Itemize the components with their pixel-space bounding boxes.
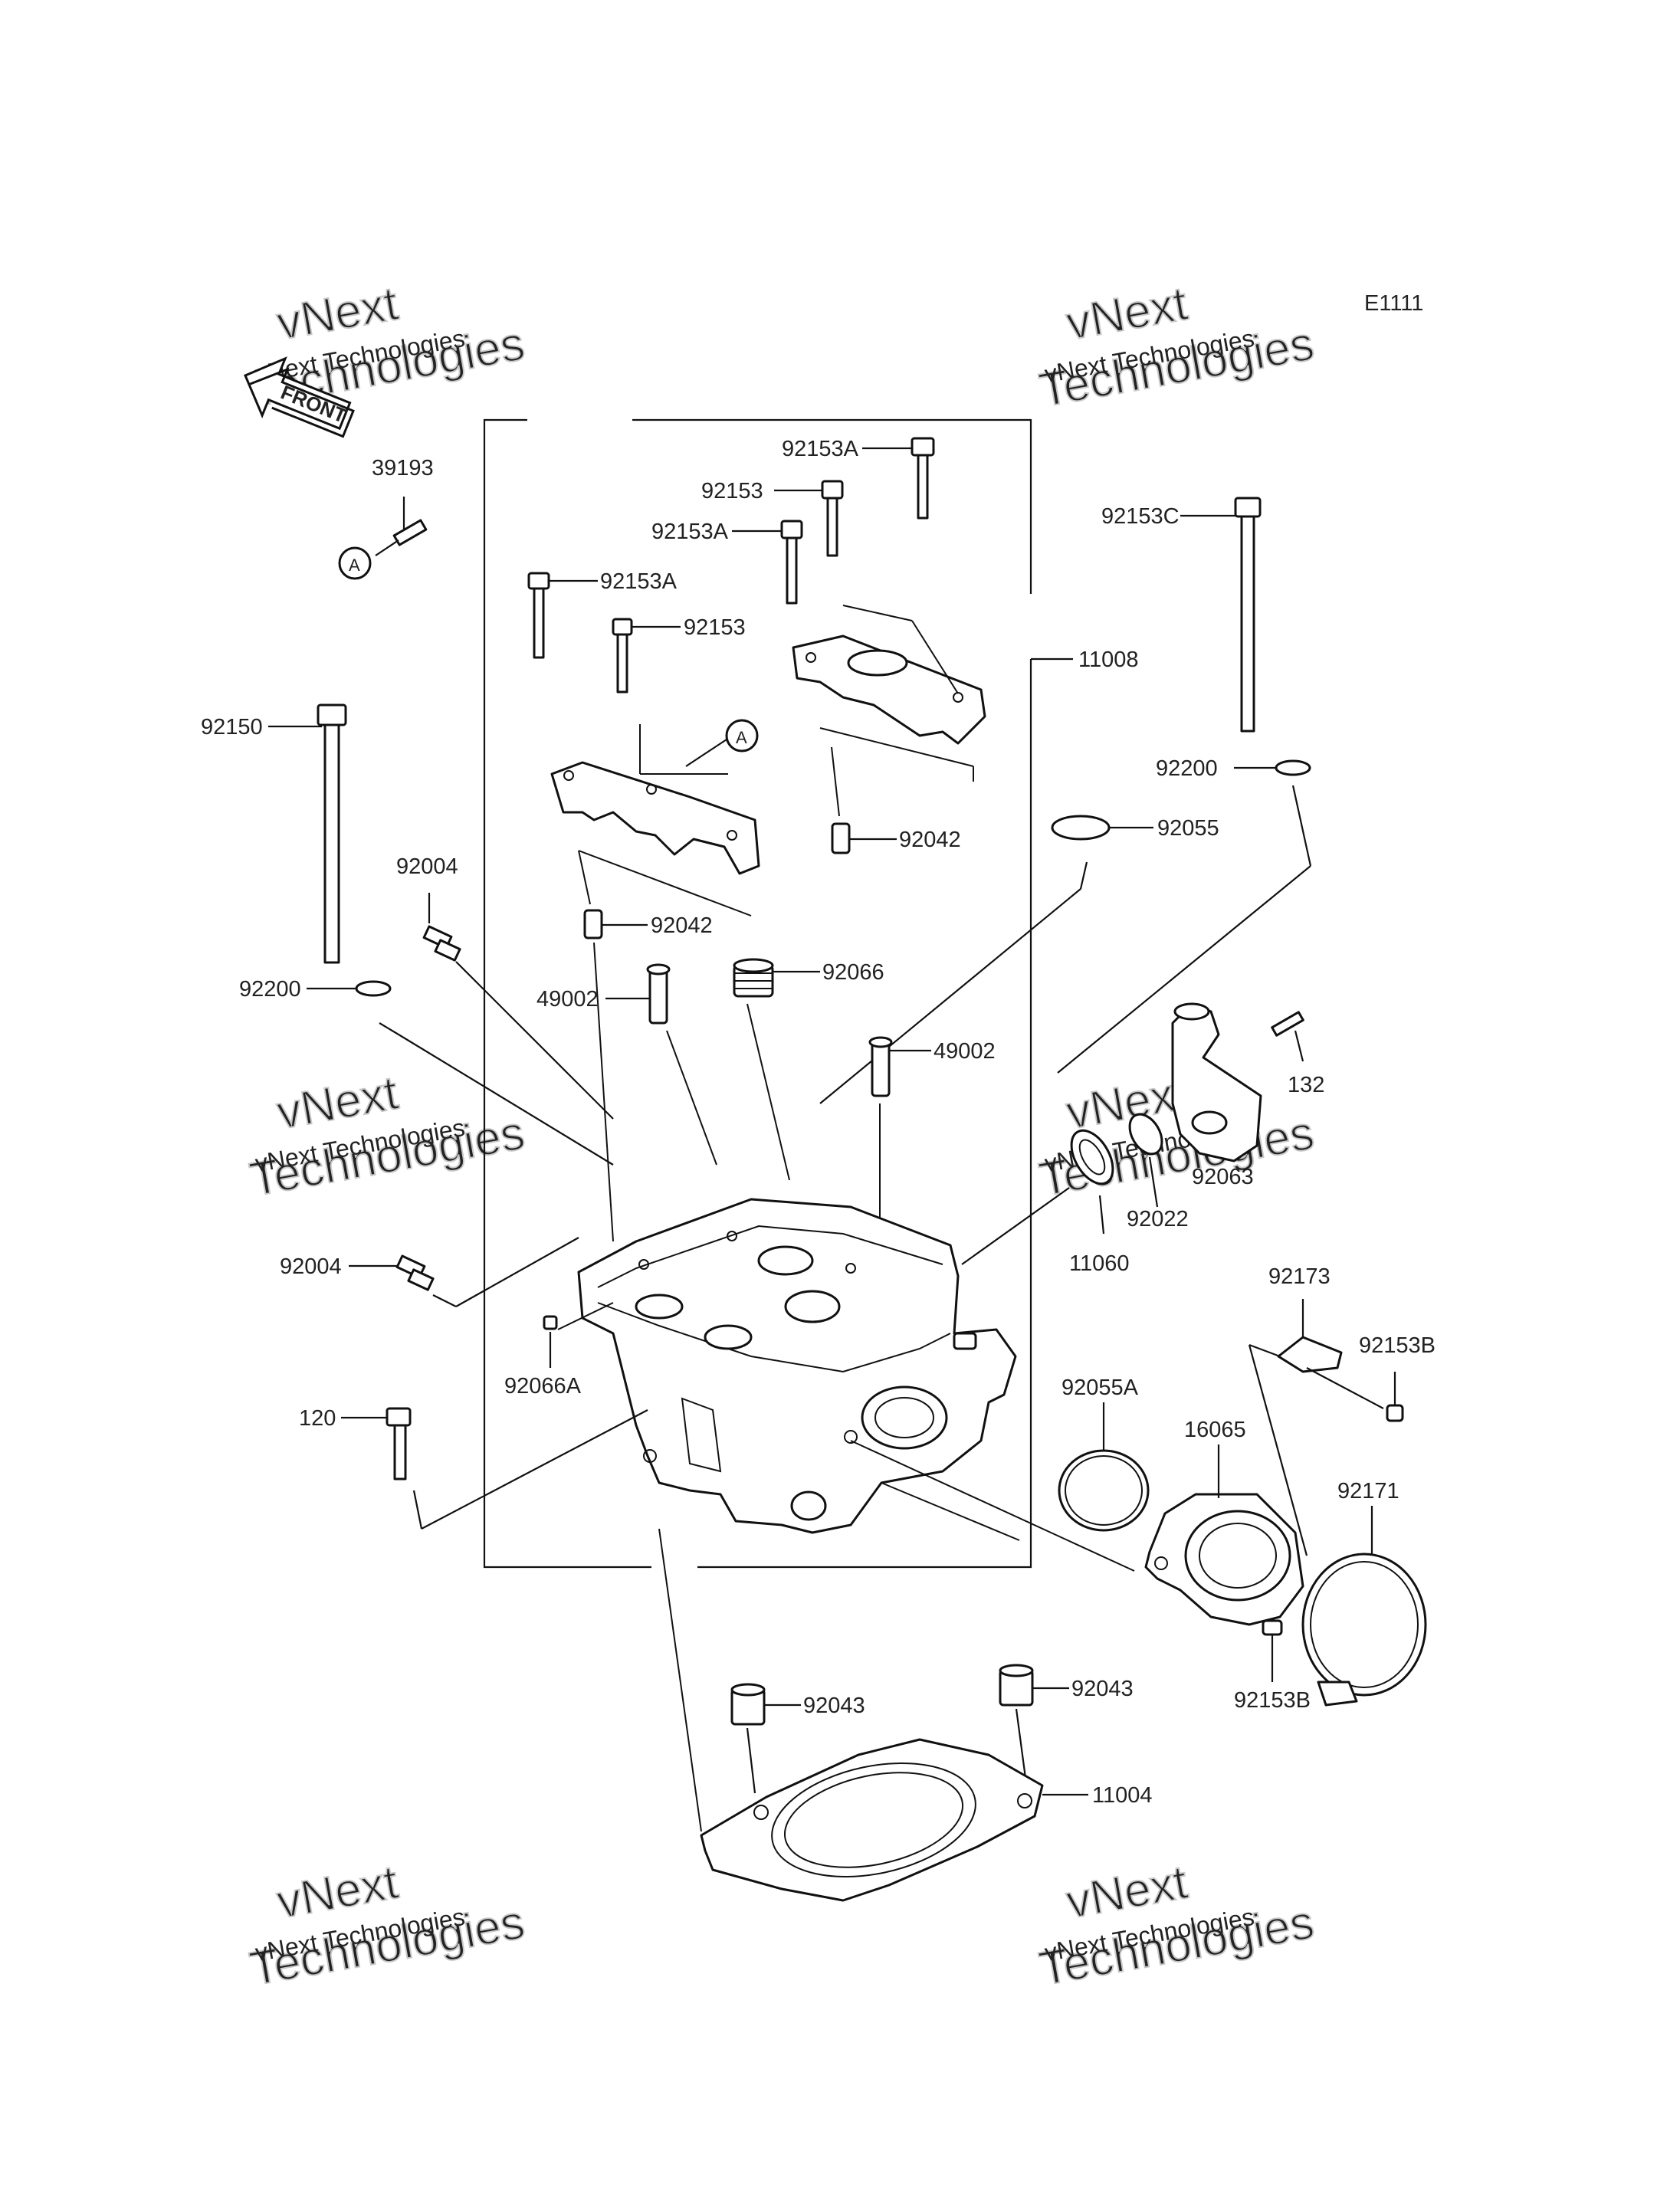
label-92066: 92066 — [822, 960, 884, 985]
bracket-92173 — [1248, 1299, 1343, 1556]
valve-guide-49002-right — [868, 1036, 931, 1218]
label-92153a-left: 92153A — [600, 569, 678, 594]
bolt-92153b-bottom — [1262, 1619, 1283, 1682]
label-49002-left: 49002 — [536, 987, 599, 1012]
label-92066a: 92066A — [504, 1374, 582, 1399]
stud-92004-bottom — [349, 1237, 579, 1307]
label-11060: 11060 — [1069, 1251, 1130, 1276]
label-120: 120 — [299, 1406, 336, 1431]
dowel-92043-left — [730, 1683, 801, 1794]
valve-guide-49002-left — [605, 963, 717, 1166]
bolt-92153b-top — [1306, 1367, 1404, 1422]
diagram-code: E1111 — [1364, 291, 1423, 316]
ref-marker-a: A — [349, 556, 360, 575]
watermark-bottom-left: vNext Technologies vNext Technologies — [245, 1855, 529, 1997]
watermark-mid-right: vNext Technologies vNext Technologies — [1035, 1066, 1318, 1208]
label-92153a-top: 92153A — [782, 437, 859, 461]
label-11004: 11004 — [1092, 1783, 1153, 1808]
camshaft-cap-left: A — [550, 719, 760, 917]
washer-92200-right — [1057, 759, 1312, 1074]
watermark-bottom-right: vNext Technologies vNext Technologies — [1035, 1855, 1318, 1997]
bolt-120 — [341, 1407, 648, 1530]
gasket-92063 — [1128, 1113, 1163, 1208]
bolt-92153a-left — [527, 572, 598, 659]
label-92150: 92150 — [201, 715, 263, 739]
clamp-92171 — [1301, 1506, 1427, 1707]
label-92042-right: 92042 — [899, 828, 961, 852]
plug-92066a — [543, 1302, 614, 1368]
oring-92055a — [1058, 1402, 1150, 1532]
label-16065: 16065 — [1184, 1418, 1246, 1442]
camshaft-cap-right — [792, 605, 986, 782]
plug-92066 — [733, 958, 820, 1181]
head-gasket-11004 — [658, 1528, 1088, 1902]
oring-92055 — [819, 815, 1153, 1104]
bolt-92153a-mid — [732, 520, 803, 605]
bolt-92153a-top — [862, 437, 935, 520]
dowel-92042-right — [831, 746, 897, 854]
label-92153a-mid: 92153A — [651, 520, 729, 544]
bolt-39193: A — [338, 497, 428, 580]
label-92043-left: 92043 — [803, 1694, 865, 1718]
water-outlet-fitting — [1171, 1002, 1304, 1162]
assembly-bracket-11008 — [483, 418, 1032, 1569]
label-92042-left: 92042 — [651, 913, 713, 938]
label-92200-left: 92200 — [239, 977, 301, 1002]
washer-92200-left — [307, 980, 614, 1166]
ref-marker-a-2: A — [736, 728, 747, 747]
label-132: 132 — [1288, 1073, 1324, 1097]
seal-11060 — [961, 1129, 1114, 1265]
stud-92004-top — [422, 893, 614, 1120]
label-92153-top: 92153 — [701, 479, 763, 503]
label-49002-right: 49002 — [934, 1039, 996, 1064]
label-92173: 92173 — [1268, 1264, 1331, 1289]
bolt-92153c — [1180, 497, 1262, 733]
cylinder-head — [577, 1198, 1135, 1572]
label-92004-bottom: 92004 — [280, 1254, 342, 1279]
label-11008: 11008 — [1078, 648, 1139, 672]
label-92153b-bottom: 92153B — [1234, 1688, 1311, 1713]
label-92063: 92063 — [1192, 1165, 1254, 1189]
dowel-92042-left — [578, 850, 648, 1242]
label-39193: 39193 — [372, 456, 434, 480]
label-92153-left: 92153 — [684, 615, 746, 640]
label-92043-right: 92043 — [1071, 1677, 1134, 1701]
label-92055: 92055 — [1157, 816, 1219, 841]
label-92200-right: 92200 — [1156, 756, 1218, 781]
label-92022: 92022 — [1127, 1207, 1189, 1231]
label-92004-top: 92004 — [396, 854, 458, 879]
bolt-92150 — [268, 703, 347, 964]
label-92171: 92171 — [1337, 1479, 1399, 1503]
bolt-92153-top — [774, 480, 844, 557]
label-92055a: 92055A — [1061, 1376, 1139, 1400]
label-92153b-top: 92153B — [1359, 1333, 1436, 1358]
watermark-top-right: vNext Technologies vNext Technologies — [1035, 277, 1318, 418]
bolt-92153-left — [612, 618, 681, 694]
label-92153c: 92153C — [1101, 504, 1180, 529]
throttle-holder-16065 — [1144, 1444, 1304, 1626]
